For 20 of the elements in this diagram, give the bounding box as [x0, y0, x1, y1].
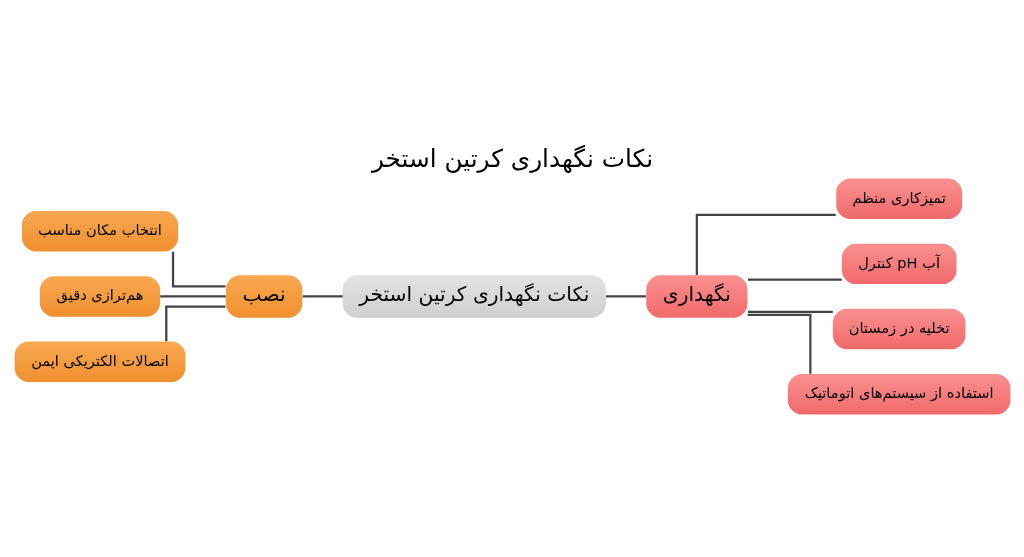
node-box: نکات نگهداری کرتین استخر [342, 275, 606, 318]
node-box: نصب [225, 275, 302, 318]
node-box: استفاده از سیستم‌های اتوماتیک [787, 374, 1010, 415]
node-box: تمیزکاری منظم [835, 178, 962, 219]
connector [747, 278, 842, 281]
connector [171, 251, 225, 288]
node-box: هم‌ترازی دقیق [39, 276, 160, 317]
connector [747, 310, 833, 313]
node-box: کنترل pH آب [841, 243, 956, 285]
node-box: نگهداری [645, 275, 747, 318]
connector [164, 305, 225, 342]
node-box: اتصالات الکتریکی ایمن [14, 341, 185, 382]
connector [747, 313, 811, 374]
diagram-title: نکات نگهداری کرتین استخر [371, 143, 653, 173]
node-box: انتخاب مکان مناسب [21, 211, 178, 252]
connector [302, 295, 343, 298]
connector [695, 213, 836, 276]
connector [159, 295, 226, 298]
node-box: تخلیه در زمستان [832, 308, 965, 350]
connector [605, 295, 646, 298]
